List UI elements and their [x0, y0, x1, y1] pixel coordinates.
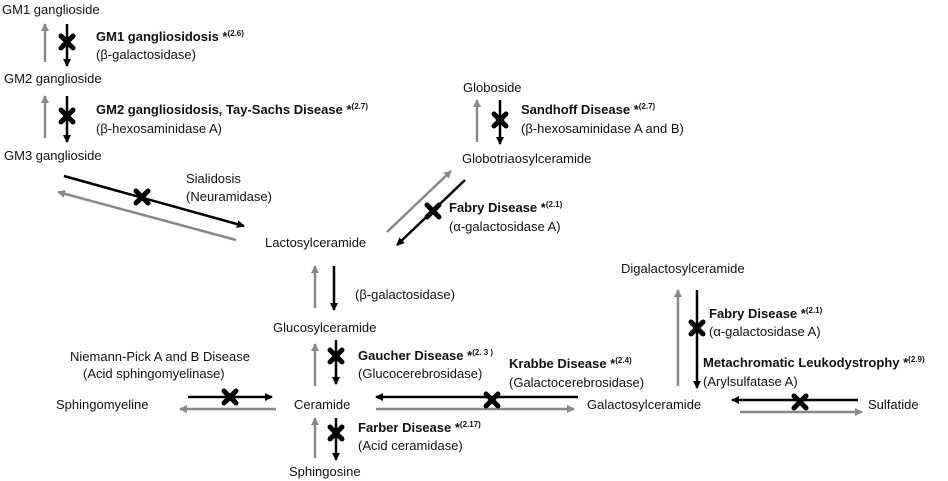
- compound-lactosylceramide: Lactosylceramide: [265, 235, 366, 250]
- compound-globotriaosylceramide: Globotriaosylceramide: [462, 151, 591, 166]
- block-fabry-right: [688, 319, 706, 337]
- disease-sialidosis: Sialidosis (Neuramidase): [186, 171, 272, 204]
- block-gm1-gangliosidosis: [58, 33, 76, 51]
- reaction-arrows: [41, 23, 863, 461]
- svg-text:Fabry Disease *(2.1): Fabry Disease *(2.1): [449, 200, 563, 215]
- enzyme-beta-hexosaminidase-a-b: (β-hexosaminidase A and B): [521, 121, 684, 136]
- disease-gaucher: Gaucher Disease *(2. 3 ) (Glucocerebrosi…: [358, 348, 493, 381]
- svg-text:Sialidosis: Sialidosis: [186, 171, 241, 186]
- svg-text:Metachromatic Leukodystrophy *: Metachromatic Leukodystrophy *(2.9): [703, 355, 925, 370]
- enzyme-acid-ceramidase: (Acid ceramidase): [358, 438, 463, 453]
- svg-text:Niemann-Pick A and B Disease: Niemann-Pick A and B Disease: [70, 349, 250, 364]
- block-sialidosis: [133, 188, 151, 206]
- disease-fabry-top: Fabry Disease *(2.1) (α-galactosidase A): [449, 200, 563, 234]
- enzyme-beta-hexosaminidase-a: (β-hexosaminidase A): [96, 121, 222, 136]
- compound-ceramide: Ceramide: [294, 397, 350, 412]
- svg-text:Farber Disease *(2.17): Farber Disease *(2.17): [358, 420, 481, 435]
- compound-digalactosylceramide: Digalactosylceramide: [621, 261, 745, 276]
- block-sandhoff: [491, 111, 509, 129]
- disease-farber: Farber Disease *(2.17) (Acid ceramidase): [358, 420, 481, 453]
- arrow-lactosyl-to-globotriaosyl: [386, 170, 452, 233]
- disease-gm2-tay-sachs: GM2 gangliosidosis, Tay-Sachs Disease *(…: [96, 102, 368, 136]
- enzyme-alpha-galactosidase-a-right: (α-galactosidase A): [709, 324, 821, 339]
- disease-sandhoff: Sandhoff Disease *(2.7) (β-hexosaminidas…: [521, 102, 684, 136]
- enzyme-arylsulfatase-a: (Arylsulfatase A): [703, 374, 798, 389]
- block-gm2-tay-sachs: [58, 107, 76, 125]
- block-farber: [327, 424, 345, 442]
- compound-globoside: Globoside: [463, 80, 522, 95]
- arrow-gm3-to-lactosylceramide: [63, 174, 245, 228]
- block-fabry-top: [424, 202, 442, 220]
- enzyme-beta-galactosidase: (β-galactosidase): [96, 47, 196, 62]
- compound-sphingosine: Sphingosine: [289, 464, 361, 479]
- svg-text:Gaucher Disease *(2. 3 ): Gaucher Disease *(2. 3 ): [358, 348, 493, 363]
- block-metachromatic-leukodystrophy: [791, 393, 809, 411]
- arrow-lactosylceramide-to-gm3: [57, 189, 237, 242]
- block-gaucher: [327, 347, 345, 365]
- svg-text:GM1 gangliosidosis *(2.6): GM1 gangliosidosis *(2.6): [96, 29, 244, 44]
- svg-text:Fabry Disease *(2.1): Fabry Disease *(2.1): [709, 306, 823, 321]
- enzyme-beta-galactosidase-lactosyl: (β-galactosidase): [355, 287, 455, 302]
- disease-gm1-gangliosidosis: GM1 gangliosidosis *(2.6) (β-galactosida…: [96, 29, 244, 62]
- enzyme-glucocerebrosidase: (Glucocerebrosidase): [358, 366, 482, 381]
- enzyme-block-marks: [58, 33, 809, 442]
- compound-gm2-ganglioside: GM2 ganglioside: [4, 71, 102, 86]
- disease-metachromatic-leukodystrophy: Metachromatic Leukodystrophy *(2.9) (Ary…: [703, 355, 925, 389]
- block-niemann-pick: [221, 388, 239, 406]
- svg-text:Krabbe Disease *(2.4): Krabbe Disease *(2.4): [509, 356, 632, 371]
- disease-fabry-right: Fabry Disease *(2.1) (α-galactosidase A): [709, 306, 823, 339]
- block-krabbe: [483, 391, 501, 409]
- compound-galactosylceramide: Galactosylceramide: [587, 397, 701, 412]
- enzyme-alpha-galactosidase-a: (α-galactosidase A): [449, 219, 561, 234]
- compound-glucosylceramide: Glucosylceramide: [273, 320, 376, 335]
- compound-sulfatide: Sulfatide: [868, 397, 919, 412]
- svg-text:GM2 gangliosidosis, Tay-Sachs: GM2 gangliosidosis, Tay-Sachs Disease *(…: [96, 102, 368, 117]
- disease-niemann-pick: Niemann-Pick A and B Disease (Acid sphin…: [70, 349, 250, 381]
- disease-krabbe: Krabbe Disease *(2.4) (Galactocerebrosid…: [509, 356, 644, 390]
- compound-gm3-ganglioside: GM3 ganglioside: [4, 148, 102, 163]
- enzyme-neuramidase: (Neuramidase): [186, 189, 272, 204]
- enzyme-acid-sphingomyelinase: (Acid sphingomyelinase): [83, 366, 225, 381]
- compound-gm1-ganglioside: GM1 ganglioside: [2, 2, 100, 17]
- svg-text:Sandhoff Disease *(2.7): Sandhoff Disease *(2.7): [521, 102, 656, 117]
- compound-sphingomyeline: Sphingomyeline: [56, 397, 149, 412]
- enzyme-galactocerebrosidase: (Galactocerebrosidase): [509, 375, 644, 390]
